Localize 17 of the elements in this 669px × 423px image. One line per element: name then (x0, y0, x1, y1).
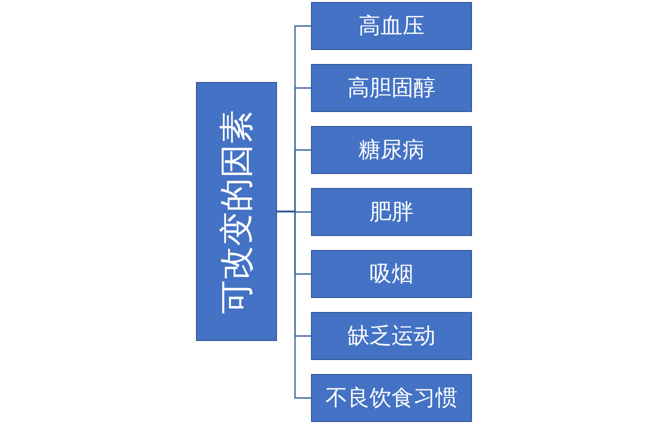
category-label: 可改变的因素 (216, 110, 258, 314)
factor-label: 高胆固醇 (348, 75, 436, 103)
factor-label: 肥胖 (370, 199, 414, 227)
factor-box (311, 188, 472, 236)
factor-box (311, 250, 472, 298)
factor-box (311, 312, 472, 360)
factor-box (311, 64, 472, 112)
factor-label: 糖尿病 (358, 137, 424, 165)
factor-label: 缺乏运动 (348, 323, 436, 351)
factor-box (311, 374, 472, 422)
category-box (196, 82, 277, 341)
factor-label: 高血压 (358, 13, 424, 41)
connector-line (277, 210, 311, 399)
factor-label: 吸烟 (370, 261, 414, 289)
factor-box (311, 126, 472, 174)
factor-box (311, 2, 472, 50)
factor-label: 不良饮食习惯 (326, 385, 458, 413)
